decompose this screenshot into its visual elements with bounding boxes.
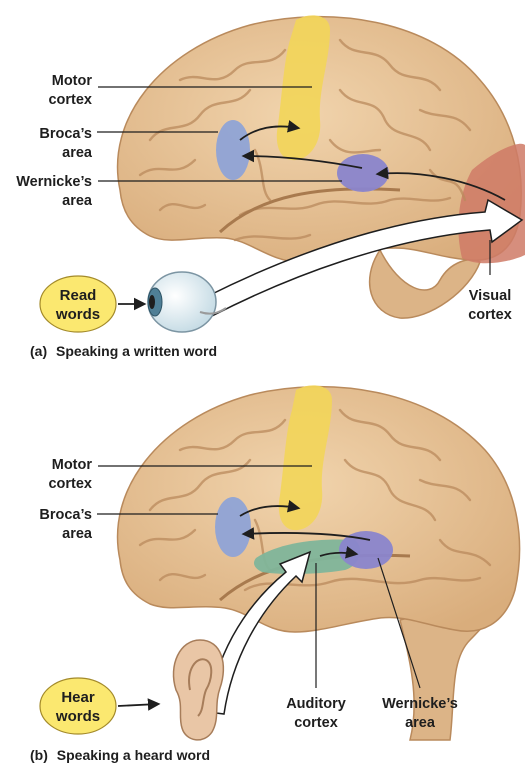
motor-cortex-label-b-line1: Motor — [52, 457, 93, 473]
hear-words-bubble-line2: words — [55, 708, 100, 725]
visual-cortex-label-line2: cortex — [468, 307, 512, 323]
motor-cortex-label-a-line1: Motor — [52, 73, 93, 89]
panel-a: Read words Motor cortex Broca’s area Wer… — [16, 15, 525, 359]
read-words-bubble-line1: Read — [60, 287, 97, 304]
read-words-bubble: Read words — [40, 276, 116, 332]
motor-cortex-label-a-line2: cortex — [48, 92, 92, 108]
caption-a-letter: (a) — [30, 343, 47, 359]
hear-words-bubble-line1: Hear — [61, 689, 95, 706]
brocas-area-label-b-line1: Broca’s — [39, 507, 92, 523]
brocas-area-label-a-line2: area — [62, 145, 93, 161]
brocas-area-region — [216, 120, 250, 180]
ear-icon — [173, 640, 223, 740]
hear-to-ear-arrow — [118, 704, 158, 706]
caption-b: (b) Speaking a heard word — [30, 747, 210, 763]
auditory-cortex-label-line2: cortex — [294, 715, 338, 731]
brocas-area-label-a-line1: Broca’s — [39, 126, 92, 142]
wernickes-area-label-a-line2: area — [62, 193, 93, 209]
read-words-bubble-line2: words — [55, 306, 100, 323]
caption-a: (a) Speaking a written word — [30, 343, 217, 359]
caption-a-text: Speaking a written word — [56, 343, 217, 359]
caption-b-text: Speaking a heard word — [57, 747, 210, 763]
brocas-area-label-b-line2: area — [62, 526, 93, 542]
wernickes-area-label-a-line1: Wernicke’s — [16, 174, 92, 190]
eye-icon — [148, 272, 226, 332]
wernickes-area-label-b-line2: area — [405, 715, 436, 731]
brainstem — [370, 250, 480, 318]
motor-cortex-label-b-line2: cortex — [48, 476, 92, 492]
panel-b: Hear words Motor cortex Broca’s area Aud… — [30, 385, 520, 763]
wernickes-area-label-b-line1: Wernicke’s — [382, 696, 458, 712]
hear-words-bubble: Hear words — [40, 678, 116, 734]
auditory-cortex-label-line1: Auditory — [286, 696, 346, 712]
caption-b-letter: (b) — [30, 747, 48, 763]
brocas-area-region-b — [215, 497, 251, 557]
visual-cortex-label-line1: Visual — [469, 288, 511, 304]
